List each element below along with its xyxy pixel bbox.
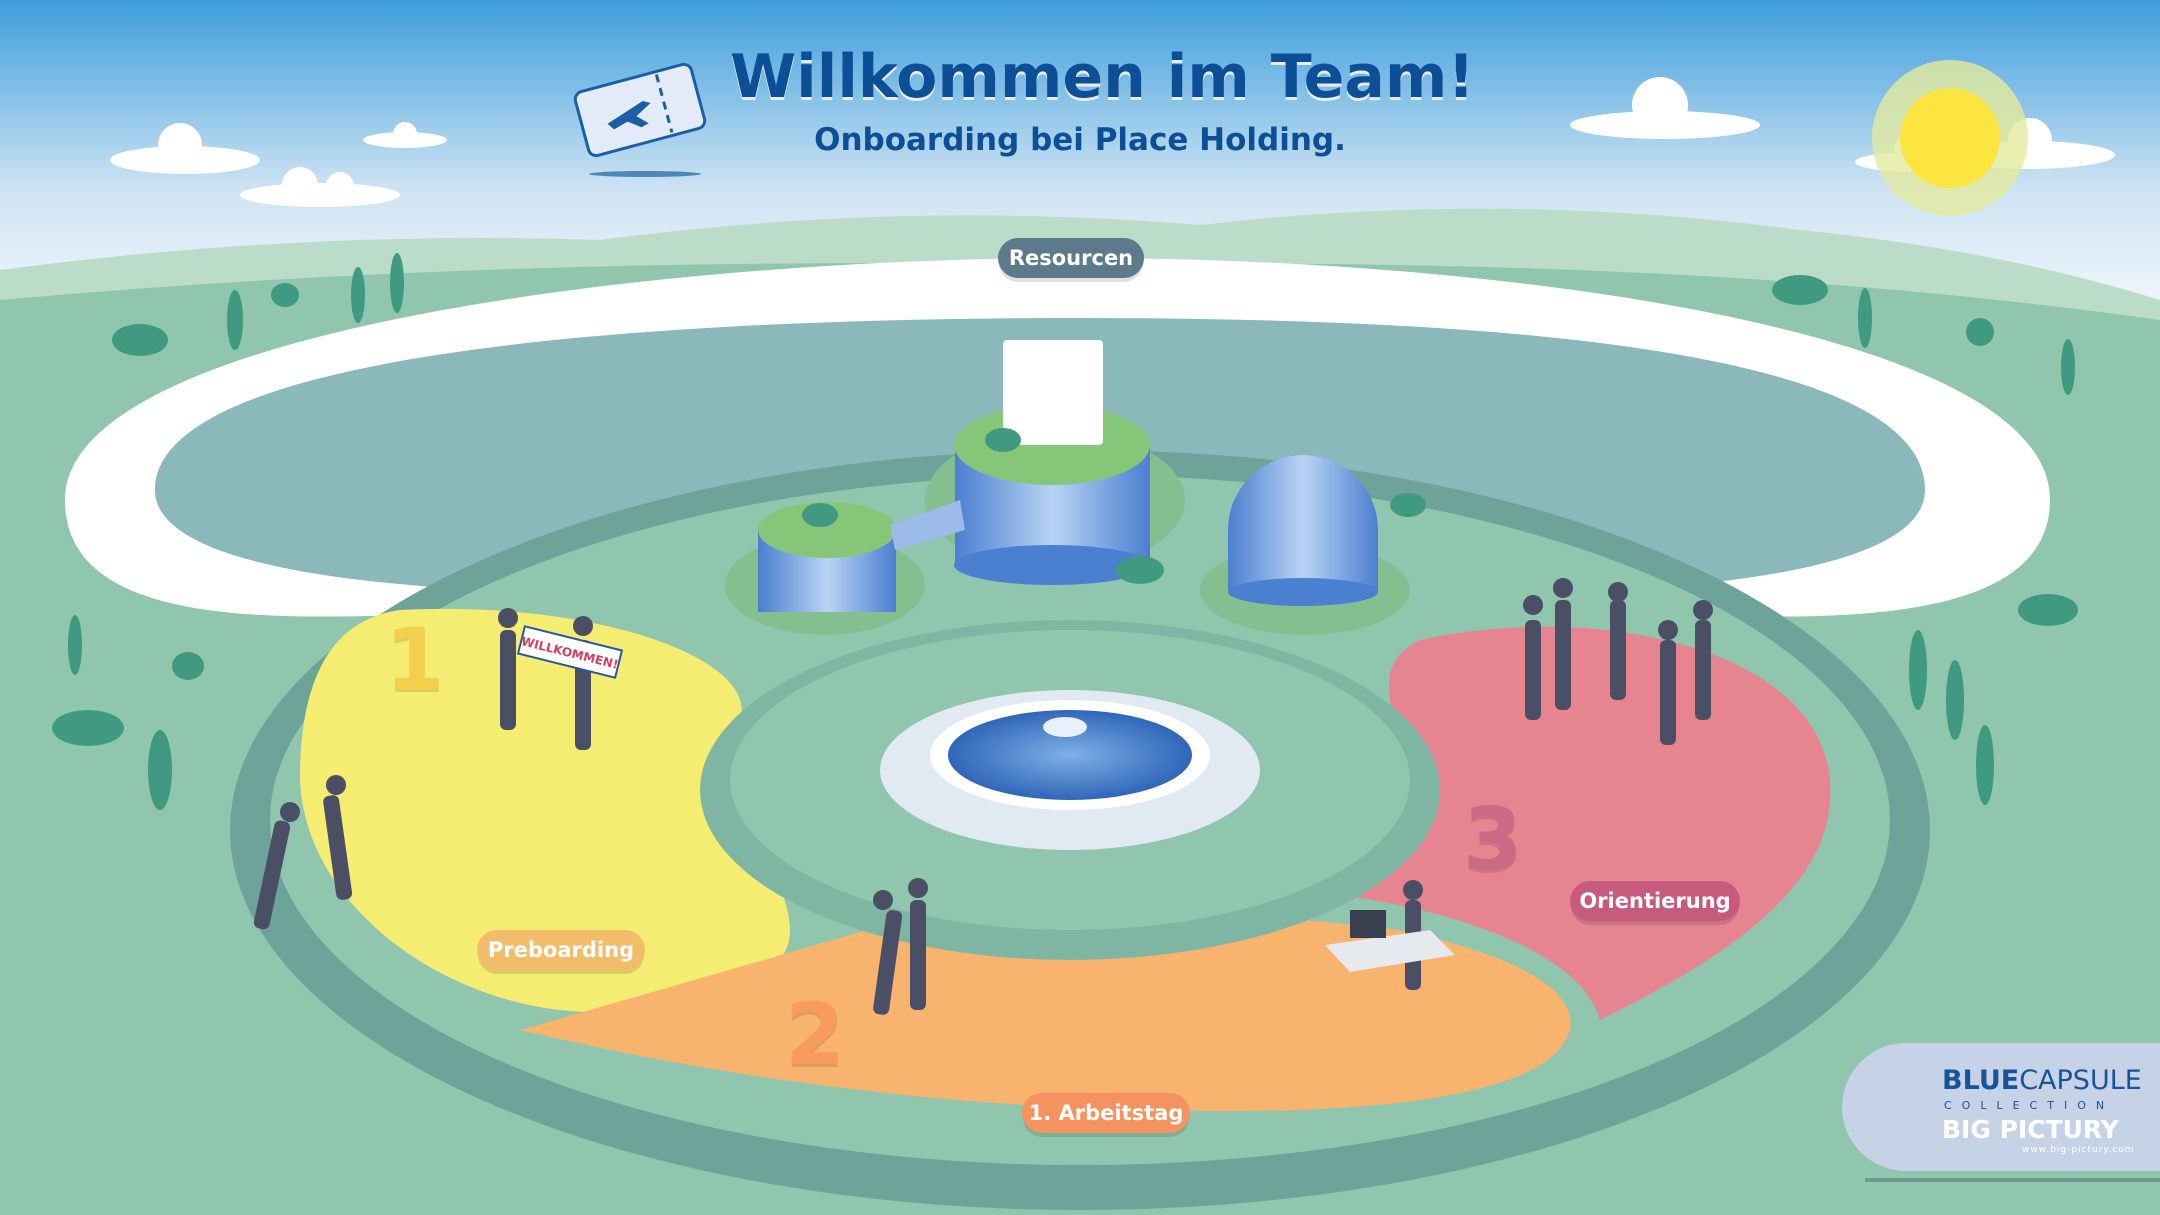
ticket-shadow [589, 171, 701, 177]
first-day-button[interactable]: 1. Arbeitstag [1022, 1093, 1190, 1133]
fountain [1043, 717, 1087, 737]
orientation-button[interactable]: Orientierung [1570, 881, 1740, 921]
preboarding-button[interactable]: Preboarding [477, 930, 645, 970]
zone-preboarding [300, 608, 790, 1013]
building-left [725, 500, 965, 635]
logo-collection: COLLECTION [1944, 1099, 2115, 1112]
zone-orientation [1340, 626, 1831, 1020]
zone-first-day [520, 912, 1571, 1111]
fountain-pool [948, 710, 1192, 800]
building-main [925, 340, 1185, 585]
building-dome [1200, 455, 1410, 635]
logo-url: www.big-pictury.com [2022, 1145, 2135, 1155]
logo-brand-bold: BLUE [1942, 1065, 2020, 1096]
resources-button[interactable]: Resourcen [998, 238, 1144, 278]
sun-icon [1872, 60, 2028, 216]
page-title: Willkommen im Team! [730, 42, 1475, 112]
logo-brand-light: CAPSULE [2019, 1065, 2142, 1096]
desk [1325, 910, 1455, 972]
step-number-2: 2 [785, 985, 845, 1085]
trees [52, 253, 2078, 810]
people [253, 578, 1713, 1015]
plane-ticket-icon [573, 62, 707, 158]
page-subtitle: Onboarding bei Place Holding. [814, 122, 1346, 158]
logo-brand: BLUECAPSULE [1942, 1065, 2142, 1096]
brand-logo: BLUECAPSULE COLLECTION BIG PICTURY www.b… [1842, 1043, 2160, 1171]
step-number-3: 3 [1463, 790, 1523, 890]
divider [1865, 1178, 2160, 1182]
logo-company: BIG PICTURY [1942, 1115, 2119, 1144]
step-number-1: 1 [385, 610, 445, 710]
